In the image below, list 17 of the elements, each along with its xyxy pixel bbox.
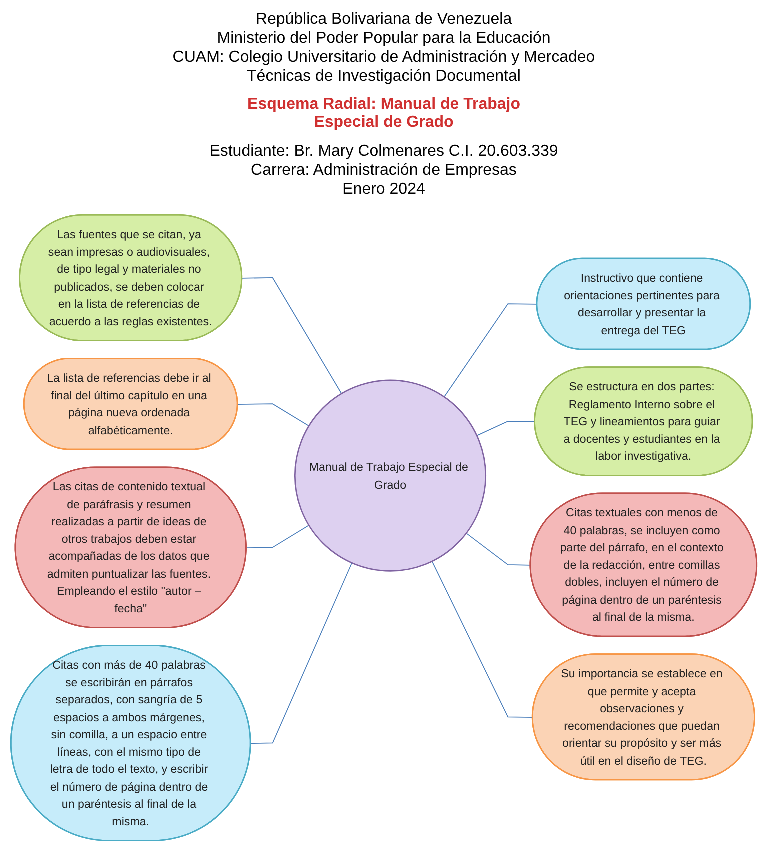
header-text: CUAM: Colegio Universitario de Administración y Mercadeo (172, 48, 596, 67)
header-text: Ministerio del Poder Popular para la Educación (217, 29, 551, 48)
connector (466, 532, 532, 566)
student-info-text: Enero 2024 (342, 180, 426, 199)
header-text: República Bolivariana de Venezuela (256, 10, 512, 29)
connector (238, 403, 310, 426)
connector (246, 524, 310, 548)
student-info-text: Estudiante: Br. Mary Colmenares C.I. 20.603.339 (210, 142, 558, 161)
connector (476, 420, 536, 436)
title: Esquema Radial: Manual de Trabajo Especial de Grado (246, 96, 522, 132)
connector (444, 303, 538, 398)
connector (242, 277, 342, 394)
connector (250, 562, 353, 744)
connector (432, 560, 534, 718)
header-text: Técnicas de Investigación Documental (247, 67, 521, 86)
student-info-text: Carrera: Administración de Empresas (251, 161, 517, 180)
node-circle: Manual de Trabajo Especial de Grado (294, 379, 487, 572)
